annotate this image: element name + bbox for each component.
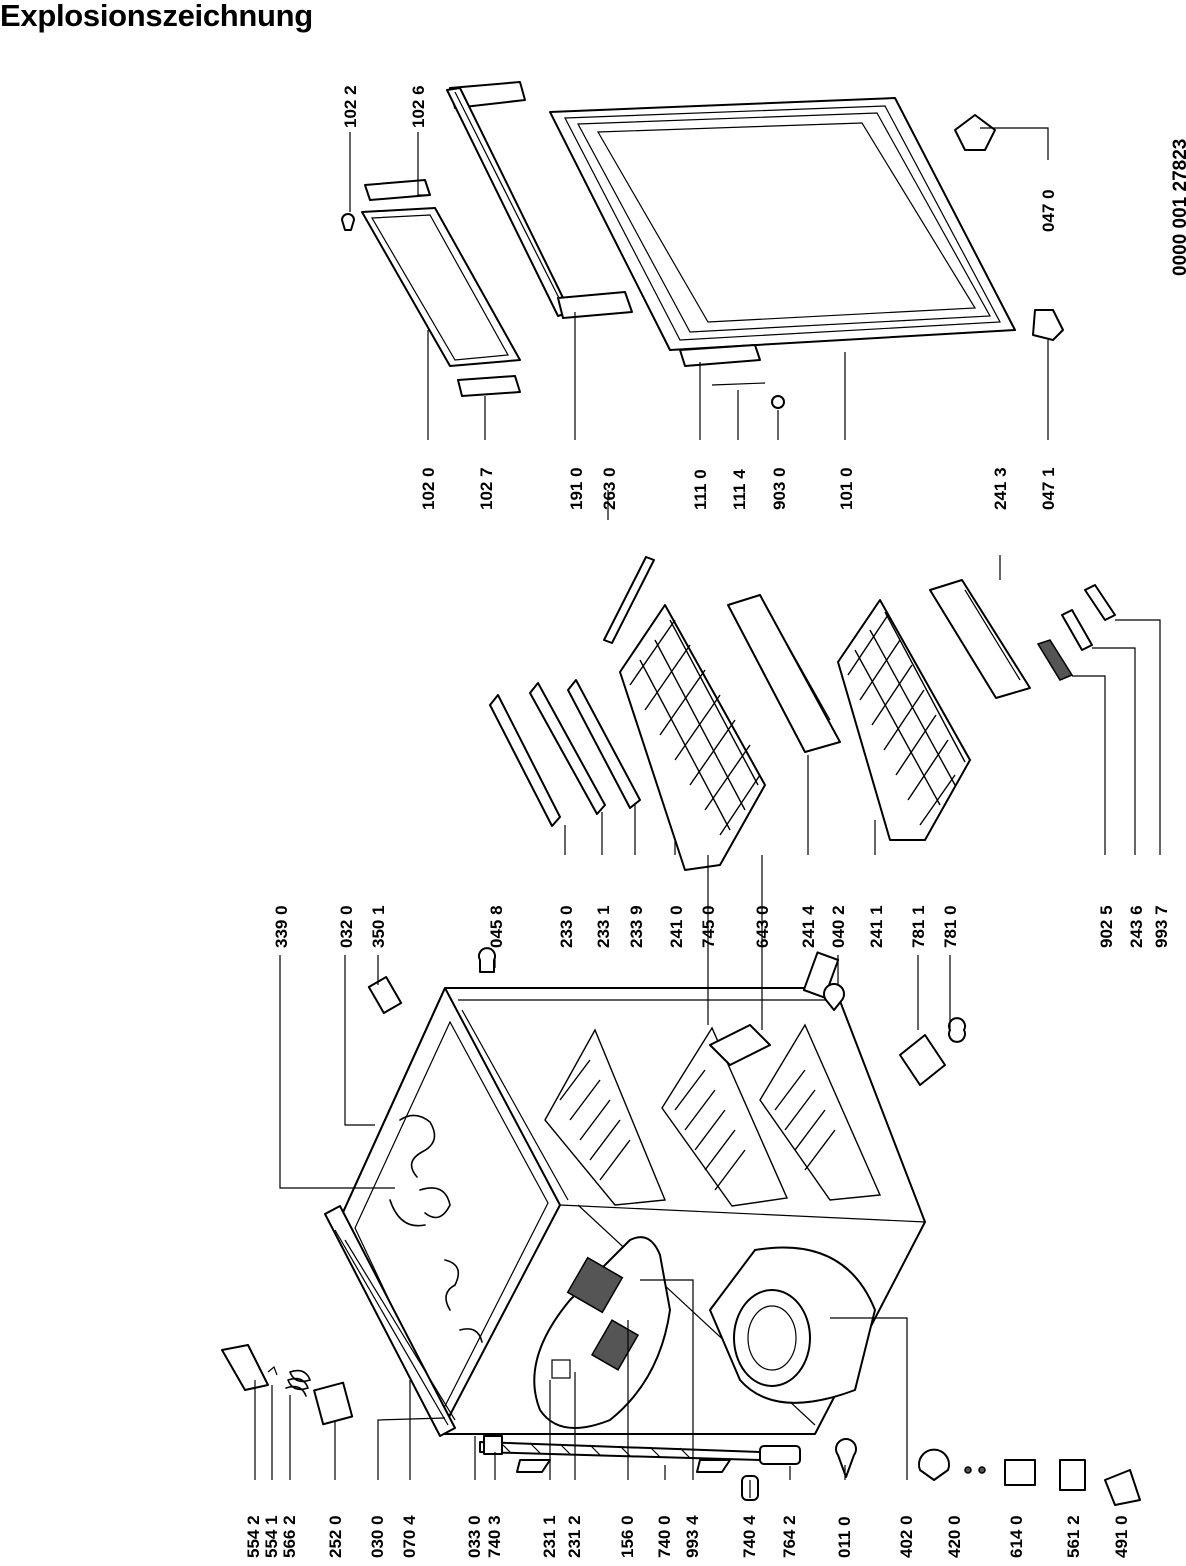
part-label-243-6: 243 6 — [1127, 905, 1146, 948]
part-label-011-0: 011 0 — [835, 1516, 854, 1558]
part-label-252-0: 252 0 — [326, 1515, 345, 1558]
door-gasket — [446, 81, 633, 319]
part-label-402-0: 402 0 — [897, 1515, 916, 1558]
part-label-614-0: 614 0 — [1007, 1515, 1026, 1558]
part-label-740-4: 740 4 — [740, 1515, 759, 1558]
part-label-047-1: 047 1 — [1039, 467, 1058, 510]
part-label-047-0: 047 0 — [1039, 189, 1058, 232]
part-label-102-0: 102 0 — [419, 467, 438, 510]
part-label-566-2: 566 2 — [280, 1515, 299, 1558]
part-label-233-9: 233 9 — [627, 905, 646, 948]
lower-basket — [837, 599, 971, 841]
part-label-993-4: 993 4 — [683, 1515, 702, 1558]
part-label-102-6: 102 6 — [409, 85, 428, 128]
part-label-740-0: 740 0 — [655, 1515, 674, 1558]
part-label-156-0: 156 0 — [618, 1515, 637, 1558]
part-label-554-2: 554 2 — [244, 1515, 263, 1558]
interior-wire-racks — [544, 1023, 882, 1207]
door-feet — [954, 114, 1064, 341]
part-label-101-0: 101 0 — [837, 467, 856, 510]
part-label-263-0: 263 0 — [600, 467, 619, 510]
part-label-339-0: 339 0 — [272, 905, 291, 948]
shelf-rails — [489, 679, 641, 827]
part-label-040-2: 040 2 — [829, 905, 848, 948]
part-label-111-0: 111 0 — [691, 469, 710, 510]
part-label-350-1: 350 1 — [369, 905, 388, 948]
compressor — [709, 1246, 876, 1404]
bottom-tube — [479, 1435, 801, 1473]
part-label-781-0: 781 0 — [941, 905, 960, 948]
part-label-231-1: 231 1 — [540, 1515, 559, 1558]
part-label-740-3: 740 3 — [485, 1515, 504, 1558]
part-label-233-0: 233 0 — [557, 905, 576, 948]
part-label-781-1: 781 1 — [909, 905, 928, 948]
part-label-764-2: 764 2 — [780, 1515, 799, 1558]
basket-front-lower — [929, 579, 1031, 699]
part-label-233-1: 233 1 — [594, 905, 613, 948]
part-label-033-0: 033 0 — [465, 1515, 484, 1558]
part-label-554-1: 554 1 — [262, 1515, 281, 1558]
part-label-745-0: 745 0 — [699, 905, 718, 948]
part-label-045-8: 045 8 — [487, 905, 506, 948]
part-label-070-4: 070 4 — [400, 1515, 419, 1558]
part-label-491-0: 491 0 — [1112, 1515, 1131, 1558]
freezer-door — [549, 97, 1016, 409]
part-label-102-2: 102 2 — [341, 85, 360, 128]
part-label-241-4: 241 4 — [799, 905, 818, 948]
part-label-111-4: 111 4 — [730, 469, 749, 510]
part-label-993-7: 993 7 — [1152, 905, 1171, 948]
part-label-030-0: 030 0 — [368, 1515, 387, 1558]
drawing-title: Explosionszeichnung — [0, 0, 313, 33]
side-small-parts — [367, 947, 966, 1086]
basket-front-upper — [727, 594, 841, 753]
part-label-561-2: 561 2 — [1064, 1515, 1083, 1558]
loose-parts-left — [221, 1344, 857, 1501]
part-label-902-5: 902 5 — [1097, 905, 1116, 948]
upper-basket — [619, 604, 766, 871]
part-label-102-7: 102 7 — [477, 467, 496, 510]
part-label-191-0: 191 0 — [567, 467, 586, 510]
part-label-231-2: 231 2 — [565, 1515, 584, 1558]
front-vent-grille — [324, 1205, 456, 1437]
control-panel — [533, 1236, 671, 1429]
part-label-241-3: 241 3 — [991, 467, 1010, 510]
part-label-903-0: 903 0 — [770, 467, 789, 510]
part-label-420-0: 420 0 — [945, 1515, 964, 1558]
part-label-241-0: 241 0 — [667, 905, 686, 948]
leader-lines — [254, 127, 1161, 1498]
small-strips — [603, 556, 1116, 681]
part-label-032-0: 032 0 — [337, 905, 356, 948]
part-label-643-0: 643 0 — [753, 905, 772, 948]
hinge-assembly — [341, 179, 521, 397]
part-label-241-1: 241 1 — [867, 905, 886, 948]
electrical-parts — [918, 1448, 1141, 1506]
